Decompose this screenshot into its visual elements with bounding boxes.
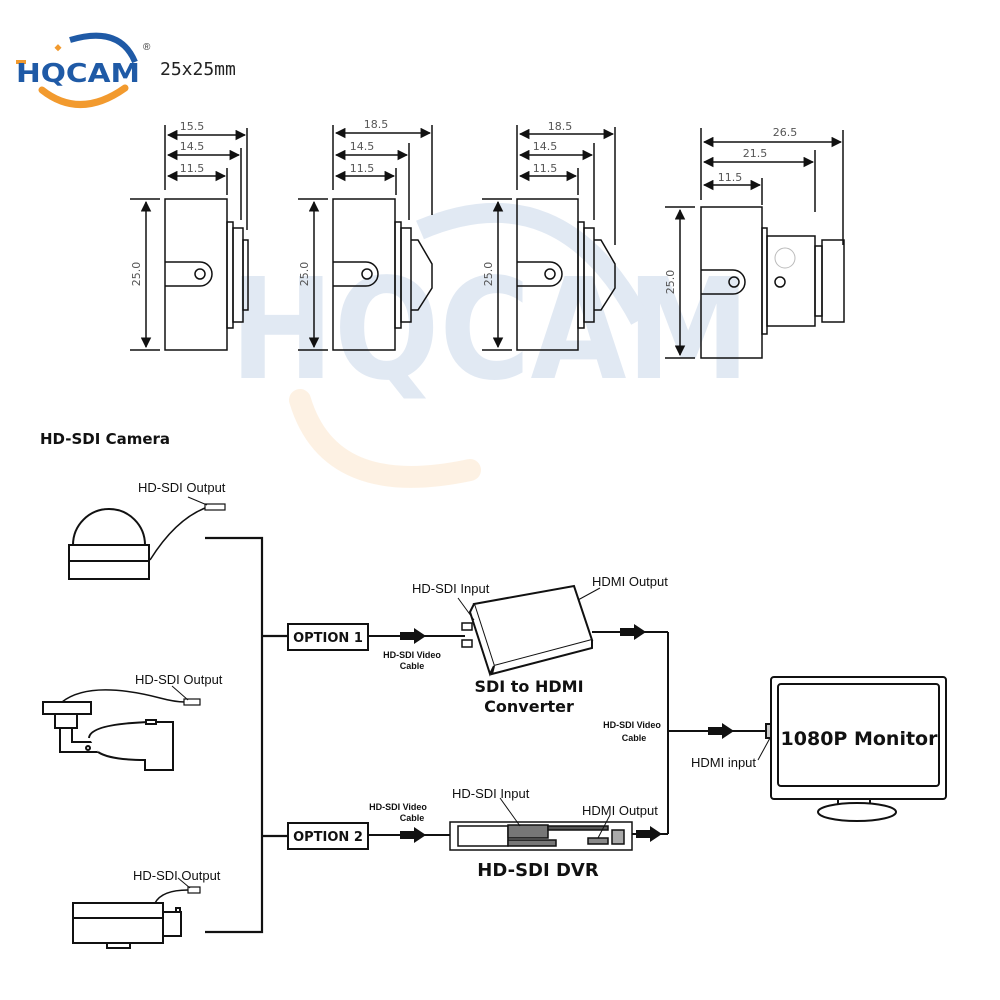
option1-cable-label-line1: HD-SDI Video — [383, 650, 441, 660]
box-camera-icon — [72, 877, 201, 949]
dvr-output-label: HDMI Output — [582, 803, 658, 818]
option1-arrow-icon — [400, 628, 426, 644]
brand-name: HQCAM — [16, 59, 140, 89]
dim-3-width-mid: 14.5 — [533, 140, 558, 153]
dim-3-height: 25.0 — [482, 262, 495, 287]
bullet-camera-icon — [42, 685, 201, 771]
dim-2-width-inner: 11.5 — [350, 162, 375, 175]
monitor-input-label: HDMI input — [691, 755, 756, 770]
converter-input-label: HD-SDI Input — [412, 581, 490, 596]
dim-1-height: 25.0 — [130, 262, 143, 287]
converter-title-line2: Converter — [484, 697, 574, 716]
dim-2-height: 25.0 — [298, 262, 311, 287]
dim-4-width-outer: 26.5 — [773, 126, 798, 139]
dimension-drawing-3 — [482, 125, 616, 351]
monitor-icon — [765, 676, 947, 822]
dimension-drawing-2 — [298, 125, 433, 351]
dimension-drawing-4 — [665, 128, 845, 359]
dim-1-width-mid: 14.5 — [180, 140, 205, 153]
converter-title-line1: SDI to HDMI — [474, 677, 583, 696]
option2-arrow-icon — [400, 827, 426, 843]
logo-blue-arc — [69, 32, 138, 64]
watermark-orange-swoosh — [289, 389, 481, 488]
monitor-screen-text: 1080P Monitor — [781, 728, 939, 750]
option2-cable-label-line2: Cable — [400, 813, 425, 823]
camera-bus-lines — [205, 536, 288, 934]
dvr-input-label: HD-SDI Input — [452, 786, 530, 801]
option2-box — [287, 822, 369, 850]
dvr-title: HD-SDI DVR — [477, 860, 599, 881]
logo-sparkle-icon — [54, 44, 62, 52]
dim-3-width-outer: 18.5 — [548, 120, 573, 133]
hd-sdi-dvr-icon — [449, 797, 633, 851]
sdi-to-hdmi-converter-icon — [457, 584, 601, 677]
option1-cable-label-line2: Cable — [400, 661, 425, 671]
monitor-cable-label-line1: HD-SDI Video — [603, 720, 661, 730]
dim-2-width-mid: 14.5 — [350, 140, 375, 153]
dim-4-width-mid: 21.5 — [743, 147, 768, 160]
bullet-camera-output-label: HD-SDI Output — [135, 672, 223, 687]
converter-output-label: HDMI Output — [592, 574, 668, 589]
monitor-input-arrow-icon — [708, 723, 734, 739]
dim-3-width-inner: 11.5 — [533, 162, 558, 175]
dim-1-width-inner: 11.5 — [180, 162, 205, 175]
dim-4-height: 25.0 — [664, 270, 677, 295]
logo-dash — [16, 60, 26, 64]
registered-watermark-icon — [774, 247, 796, 269]
dim-1-width-outer: 15.5 — [180, 120, 205, 133]
registered-mark: ® — [143, 42, 151, 53]
logo-orange-swoosh — [38, 84, 129, 108]
box-camera-output-label: HD-SDI Output — [133, 868, 221, 883]
converter-output-arrow-icon — [620, 624, 646, 640]
option1-label: OPTION 1 — [293, 631, 363, 646]
wiring-section-title: HD-SDI Camera — [40, 430, 170, 448]
brand-logo: HQCAM ® — [16, 32, 151, 108]
dome-camera-output-label: HD-SDI Output — [138, 480, 226, 495]
option2-label: OPTION 2 — [293, 830, 363, 845]
monitor-input-pointer — [757, 737, 771, 761]
dimension-drawing-1 — [130, 125, 249, 351]
option2-cable-label-line1: HD-SDI Video — [369, 802, 427, 812]
option1-box — [287, 623, 369, 651]
watermark-blue-arc — [416, 202, 649, 325]
size-spec: 25x25mm — [160, 59, 236, 80]
watermark: HQCAM — [230, 202, 750, 488]
dim-2-width-outer: 18.5 — [364, 118, 389, 131]
dim-4-width-inner: 11.5 — [718, 171, 743, 184]
dvr-output-arrow-icon — [636, 826, 662, 842]
monitor-cable-label-line2: Cable — [622, 733, 647, 743]
dome-camera-icon — [68, 496, 226, 580]
